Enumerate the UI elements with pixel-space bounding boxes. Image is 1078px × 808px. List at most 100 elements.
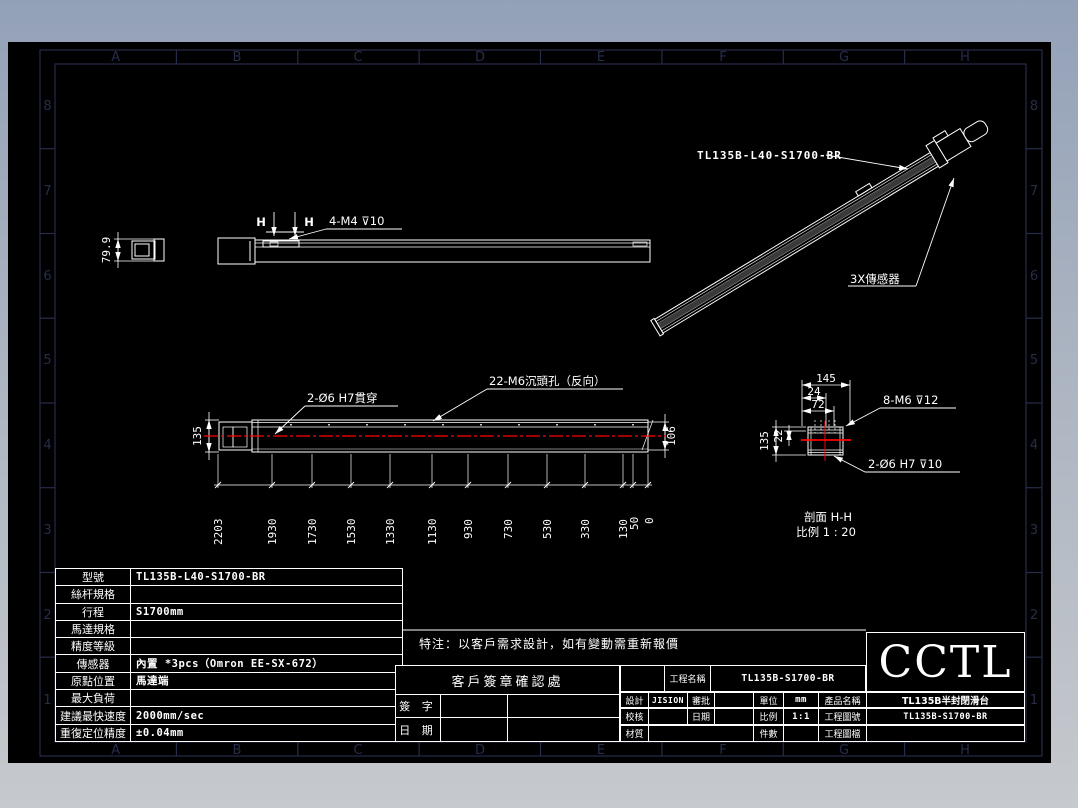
svg-text:7: 7 [43,184,51,199]
spec-value: 內置 *3pcs（Omron EE-SX-672） [131,655,402,673]
svg-text:F: F [719,743,726,758]
svg-text:3: 3 [1030,523,1038,538]
spec-label: 精度等級 [56,638,131,656]
drawing-number-value: TL135B-S1700-BR [903,711,988,722]
drawing-number-label: 工程圖號 [819,709,867,724]
svg-text:B: B [233,743,242,758]
spec-label: 最大負荷 [56,690,131,708]
svg-text:130: 130 [617,519,630,539]
isometric-view [650,120,989,337]
section-dim-145: 145 [816,372,836,385]
section-view [772,380,960,473]
svg-text:7: 7 [1030,184,1038,199]
spec-value: 馬達端 [131,673,402,691]
signature-label: 簽 字 [396,695,441,717]
quantity-label: 件數 [754,726,784,741]
position-dim-labels: 2203 1930 1730 1530 1330 1130 930 730 53… [212,517,656,545]
spec-value: 2000mm/sec [131,707,402,725]
svg-text:0: 0 [643,517,656,524]
svg-text:F: F [719,50,726,65]
spec-value [131,621,402,639]
design-label: 設計 [621,693,649,707]
section-scale-caption: 比例 1 : 20 [796,525,856,539]
signature-row: 簽 字 [396,695,619,718]
svg-text:1730: 1730 [306,519,319,546]
front-view [204,388,669,489]
spec-value: S1700mm [131,604,402,621]
date-value [715,709,754,724]
svg-text:1130: 1130 [426,519,439,546]
drawing-file-value [867,726,1024,741]
title-block-row-design: 設計 JISION 審批 單位 mm 產品名稱 TL135B半封閉滑台 [620,692,1025,708]
spec-label: 傳感器 [56,655,131,673]
front-counterbore-label: 22-M6沉頭孔（反向） [489,374,606,388]
section-dim-135: 135 [758,431,771,451]
signature-box-title: 客戶簽章確認處 [396,666,619,695]
project-name-value: TL135B-S1700-BR [741,673,835,684]
title-block-project-row: 工程名稱 TL135B-S1700-BR [620,665,866,692]
thread-label-4m4: 4-M4 ⊽10 [329,214,384,228]
svg-text:8: 8 [43,99,51,114]
section-caption: 剖面 H-H [804,510,852,524]
spec-value [131,638,402,656]
material-value [649,726,754,741]
signature-field [441,695,508,717]
section-dowel-label: 2-Ø6 H7 ⊽10 [868,457,942,471]
svg-text:B: B [233,50,242,65]
spec-label: 重復定位精度 [56,724,131,741]
spec-label: 建議最快速度 [56,707,131,725]
zone-numbers-right: 87 65 43 21 [1030,99,1038,708]
date-label: 日期 [688,709,715,724]
spec-value [131,690,402,708]
date-label: 日 期 [396,718,441,741]
svg-text:930: 930 [462,519,475,539]
spec-label: 原點位置 [56,672,131,691]
unit-label: 單位 [754,693,784,707]
svg-text:50: 50 [628,517,641,530]
product-name-label: 產品名稱 [819,693,867,707]
svg-text:E: E [597,50,605,65]
svg-text:D: D [475,50,485,65]
svg-text:730: 730 [502,519,515,539]
spec-value: TL135B-L40-S1700-BR [131,569,402,587]
section-mark-h-right: H [304,215,314,229]
svg-text:H: H [960,50,970,65]
approve-label: 審批 [688,693,715,707]
spec-label: 型號 [56,569,131,587]
check-label: 校核 [621,709,649,724]
signature-field [508,695,619,717]
svg-text:1: 1 [1030,693,1038,708]
svg-text:6: 6 [43,269,51,284]
svg-text:4: 4 [43,438,51,453]
date-row: 日 期 [396,718,619,741]
svg-text:2: 2 [1030,608,1038,623]
svg-text:C: C [353,50,362,65]
svg-text:G: G [839,50,849,65]
svg-text:3: 3 [43,523,51,538]
svg-text:8: 8 [1030,99,1038,114]
svg-text:6: 6 [1030,269,1038,284]
svg-text:2: 2 [43,608,51,623]
projection-symbol-cell [621,666,665,691]
spec-value: ±0.04mm [136,726,184,739]
title-block-row-material: 材質 件數 工程圖檔 [620,725,1025,742]
motor-end-view [114,232,165,268]
approve-value [715,693,754,707]
scale-value: 1:1 [784,709,819,724]
svg-text:1930: 1930 [266,519,279,546]
date-field [508,718,619,741]
svg-text:1: 1 [43,693,51,708]
section-mark-h-left: H [256,215,266,229]
svg-text:1330: 1330 [384,519,397,546]
spec-value [131,586,402,604]
plan-view [217,212,651,265]
check-value [649,709,688,724]
end-height-dim: 79.9 [100,237,113,264]
spec-label: 馬達規格 [56,620,131,639]
svg-text:C: C [353,743,362,758]
section-thread-label: 8-M6 ⊽12 [883,393,938,407]
material-label: 材質 [621,726,649,741]
design-value: JISION [649,693,688,707]
